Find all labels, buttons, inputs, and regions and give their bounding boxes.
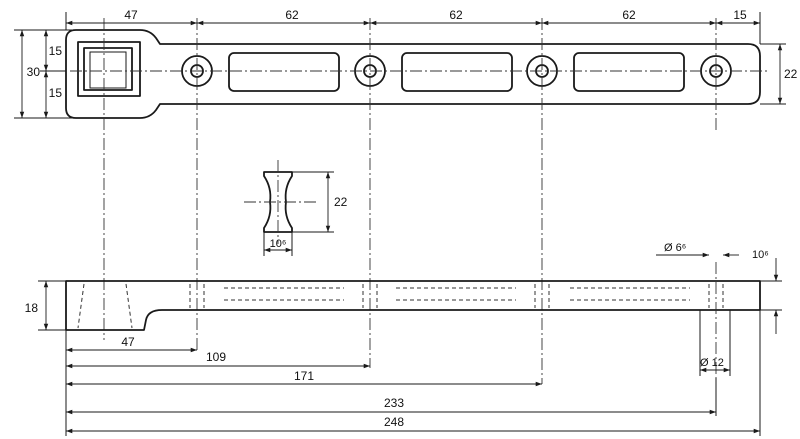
square-socket-outer: [77, 41, 141, 97]
cross-section: 22 10⁶: [244, 160, 348, 256]
slot-2: [401, 52, 513, 92]
elevation-hidden-holes: [189, 284, 724, 308]
dim-62-c: 62: [622, 8, 636, 22]
dim-dia-6: Ø 6⁶: [664, 242, 686, 254]
dim-171: 171: [294, 369, 314, 383]
top-dimension-chain: 47 62 62 62 15: [66, 8, 760, 26]
elevation-outline: [65, 280, 761, 331]
elevation-hidden-slots: [224, 287, 690, 301]
slot-1: [228, 52, 340, 92]
dim-109: 109: [206, 350, 226, 364]
slot-3: [573, 52, 685, 92]
dim-dia-12: Ø 12: [700, 357, 724, 369]
bottom-dimension-stack: 47 109 171 233 248: [65, 310, 761, 436]
dim-15-top: 15: [733, 8, 747, 22]
plan-view: [50, 29, 770, 119]
square-socket-inner: [83, 47, 133, 91]
right-dimension: 22: [760, 43, 798, 105]
dim-233: 233: [384, 396, 404, 410]
elevation-view: [65, 262, 761, 378]
dim-47-top: 47: [124, 8, 138, 22]
dim-62-a: 62: [285, 8, 299, 22]
dim-30: 30: [27, 65, 41, 79]
elevation-height-dimension: 18: [25, 280, 66, 331]
plan-outline: [65, 29, 761, 119]
dim-22-right: 22: [784, 67, 798, 81]
dim-248: 248: [384, 415, 404, 429]
dim-47-bottom: 47: [121, 335, 135, 349]
left-dimensions: 30 15 15: [14, 29, 76, 119]
square-socket-hole: [89, 51, 127, 89]
dim-15-upper: 15: [49, 44, 63, 58]
dim-62-b: 62: [449, 8, 463, 22]
dim-15-lower: 15: [49, 86, 63, 100]
dim-10-section: 10⁶: [270, 238, 287, 250]
dim-18: 18: [25, 301, 39, 315]
projection-lines: [65, 12, 761, 384]
dim-22-section: 22: [334, 195, 348, 209]
dim-hole-depth-10: 10⁶: [752, 249, 769, 261]
hole-detail-dimensions: Ø 6⁶ 10⁶ Ø 12: [656, 242, 782, 376]
